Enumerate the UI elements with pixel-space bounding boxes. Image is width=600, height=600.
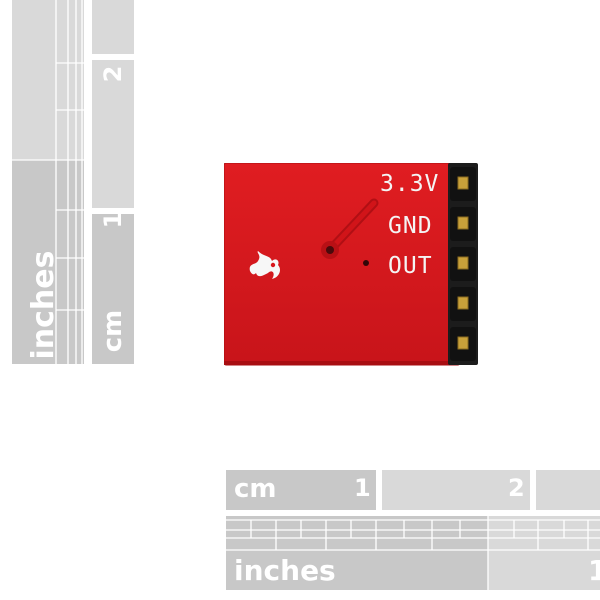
vertical-cm-ruler: 2 1 cm xyxy=(92,0,134,364)
trace xyxy=(325,198,379,255)
ruler-band xyxy=(12,160,84,364)
sensor-breakout-board: 3.3V GND OUT xyxy=(223,162,478,367)
vertical-cm-tick-1: 1 xyxy=(99,211,127,229)
ruler-band xyxy=(226,516,488,590)
ruler-band xyxy=(92,60,134,208)
inch-tick-marks xyxy=(12,0,84,364)
horizontal-cm-tick-2: 2 xyxy=(508,474,525,502)
flame-logo-icon xyxy=(249,251,280,279)
pin-label-3v3: 3.3V xyxy=(380,171,440,197)
ruler-band xyxy=(92,0,134,54)
pin-label-out: OUT xyxy=(388,253,433,279)
ruler-band xyxy=(536,470,600,510)
vertical-inch-ruler: inches xyxy=(12,0,84,364)
header-pins xyxy=(450,167,476,361)
ruler-band xyxy=(488,516,600,590)
ruler-band xyxy=(226,470,376,510)
pin-label-gnd: GND xyxy=(388,213,433,239)
pcb-graphic xyxy=(223,162,478,366)
horizontal-cm-tick-1: 1 xyxy=(354,474,371,502)
inch-tick-marks xyxy=(226,516,600,590)
horizontal-inch-ruler: inches 1 xyxy=(226,516,600,590)
ruler-band xyxy=(382,470,530,510)
ruler-band xyxy=(92,214,134,364)
vertical-cm-label: cm xyxy=(98,309,128,353)
horizontal-cm-label: cm xyxy=(234,474,277,504)
vertical-inch-label: inches xyxy=(26,250,61,360)
horizontal-inch-label: inches xyxy=(234,554,336,587)
vertical-cm-tick-2: 2 xyxy=(99,65,127,83)
horizontal-cm-ruler: cm 1 2 xyxy=(226,470,600,510)
ruler-band xyxy=(12,0,84,160)
horizontal-inch-tick-1: 1 xyxy=(588,554,600,587)
